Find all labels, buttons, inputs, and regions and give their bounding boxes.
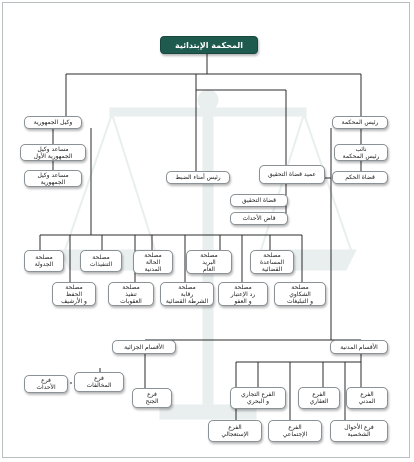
node-svc-police: مصلحة رقابة الشرطة القضائية xyxy=(160,282,214,306)
node-personal-status: فرع الأحوال الشخصية xyxy=(330,420,388,442)
node-investigation-judges: قضاة التحقيق xyxy=(230,194,288,207)
node-svc-sentences: مصلحة تنفيذ العقوبات xyxy=(108,282,154,306)
node-misdemeanor-branch: فرع الجنح xyxy=(132,388,172,408)
node-urgent-branch: الفرع الإستعجالي xyxy=(208,420,262,442)
node-chief-clerk: رئيس أمناء الضبط xyxy=(166,171,230,184)
node-civil-sections: الأقسام المدنية xyxy=(330,340,388,354)
node-svc-civil-status: مصلحة الحالة المدنية xyxy=(133,250,173,274)
node-svc-notifications: مصلحة التنفيذات xyxy=(80,250,122,272)
node-judges: قضاة الحكم xyxy=(332,171,388,184)
node-svc-complaints: مصلحة الشكاوي و التبليغات xyxy=(274,282,326,306)
node-vice-president: نائب رئيس المحكمة xyxy=(334,144,388,161)
node-investigation-dean: عميد قضاة التحقيق xyxy=(259,165,325,184)
node-assistant: مساعد وكيل الجمهورية xyxy=(24,170,82,187)
chart-title: المحكمة الإبتدائية xyxy=(160,36,258,54)
node-svc-public-mail: مصلحة البريد العام xyxy=(186,250,232,274)
node-svc-detention: مصلحة رد الإعتبار و العفو xyxy=(218,282,268,306)
node-commercial-maritime: الفرع التجاري و البحري xyxy=(230,387,286,409)
node-court-president: رئيس المحكمة xyxy=(332,116,388,129)
node-svc-archive: مصلحة الحفظ و الأرشيف xyxy=(52,282,96,306)
node-criminal-sections: الأقسام الجزائية xyxy=(112,340,176,354)
node-social-branch: الفرع الإجتماعي xyxy=(268,420,322,442)
node-juvenile-judge: قاض الأحداث xyxy=(230,212,288,225)
node-civil-branch: الفرع المدني xyxy=(346,387,388,409)
node-svc-legal-aid: مصلحة المساعدة القضائية xyxy=(250,250,294,274)
node-juvenile-branch: فرع الأحداث xyxy=(24,375,68,393)
node-first-assistant: مساعد وكيل الجمهورية الأول xyxy=(20,144,86,161)
node-prosecutor: وكيل الجمهورية xyxy=(24,116,82,129)
node-real-estate: الفرع العقاري xyxy=(298,387,340,409)
node-svc-scheduling: مصلحة الجدولة xyxy=(24,250,64,272)
node-violations-branch: فرع المخالفات xyxy=(74,372,124,392)
